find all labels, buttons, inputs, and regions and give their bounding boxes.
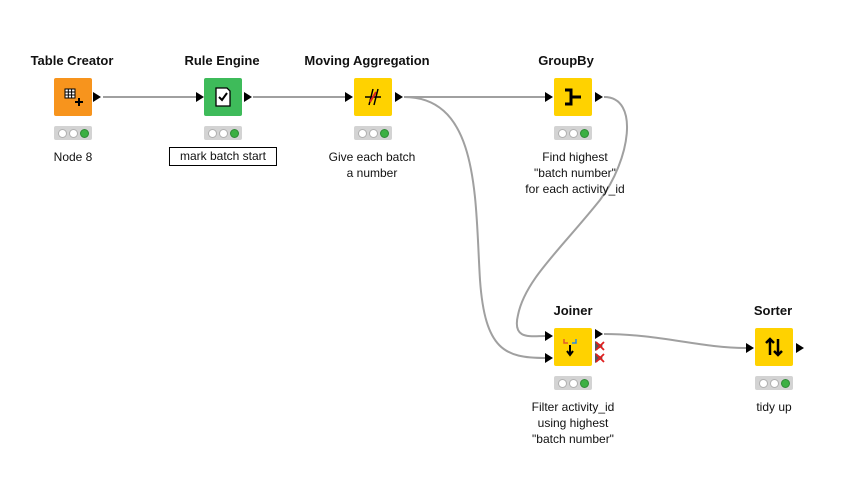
output-port[interactable] [395, 92, 403, 102]
node-title: Table Creator [30, 53, 114, 68]
node-label-line: "batch number" [534, 166, 616, 180]
node-label[interactable]: Filter activity_id using highest "batch … [532, 399, 615, 447]
input-port[interactable] [545, 92, 553, 102]
table-creator-icon[interactable] [54, 78, 92, 116]
groupby-icon[interactable] [554, 78, 592, 116]
connection-movingagg-joiner [403, 96, 546, 359]
node-label[interactable]: tidy up [756, 400, 792, 414]
connection-joiner-sorter [603, 333, 747, 349]
node-status-indicator [755, 376, 793, 390]
output-port[interactable] [244, 92, 252, 102]
input-port[interactable] [345, 92, 353, 102]
node-label-line: Filter activity_id [531, 400, 615, 414]
node-title: Joiner [553, 303, 593, 318]
node-title: Sorter [753, 303, 793, 318]
node-title: Rule Engine [184, 53, 260, 68]
node-status-indicator [554, 126, 592, 140]
input-port[interactable] [746, 343, 754, 353]
node-title: Moving Aggregation [304, 53, 430, 68]
node-status-indicator [554, 376, 592, 390]
node-status-indicator [54, 126, 92, 140]
node-label-line: Give each batch [328, 150, 416, 164]
inactive-port-icon[interactable] [594, 340, 606, 364]
node-label-line: using highest [537, 416, 609, 430]
node-label[interactable]: Give each batch a number [329, 149, 416, 181]
output-port[interactable] [796, 343, 804, 353]
node-label-line: "batch number" [532, 432, 614, 446]
moving-aggregation-icon[interactable] [354, 78, 392, 116]
input-port[interactable] [196, 92, 204, 102]
node-title: GroupBy [538, 53, 594, 68]
node-label[interactable]: Find highest "batch number" for each act… [525, 149, 624, 197]
node-status-indicator [354, 126, 392, 140]
joiner-icon[interactable] [554, 328, 592, 366]
output-port[interactable] [595, 92, 603, 102]
node-status-indicator [204, 126, 242, 140]
input-port-right[interactable] [545, 353, 553, 363]
node-label-line: a number [346, 166, 398, 180]
input-port-left[interactable] [545, 331, 553, 341]
output-port-joined[interactable] [595, 329, 603, 339]
node-label[interactable]: Node 8 [53, 150, 93, 164]
rule-engine-icon[interactable] [204, 78, 242, 116]
node-label-editor[interactable]: mark batch start [168, 147, 278, 166]
output-port[interactable] [93, 92, 101, 102]
connection-groupby-joiner [515, 96, 629, 338]
node-label-line: for each activity_id [525, 182, 625, 196]
node-label-line: Find highest [542, 150, 608, 164]
sorter-icon[interactable] [755, 328, 793, 366]
